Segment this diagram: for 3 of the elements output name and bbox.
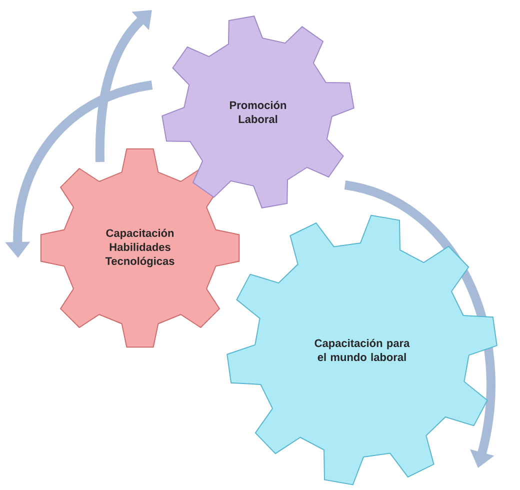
gear: Capacitación Habilidades Tecnológicas	[40, 148, 240, 348]
gear: Capacitación para el mundo laboral	[226, 214, 498, 486]
gear: Promoción Laboral	[162, 16, 354, 208]
